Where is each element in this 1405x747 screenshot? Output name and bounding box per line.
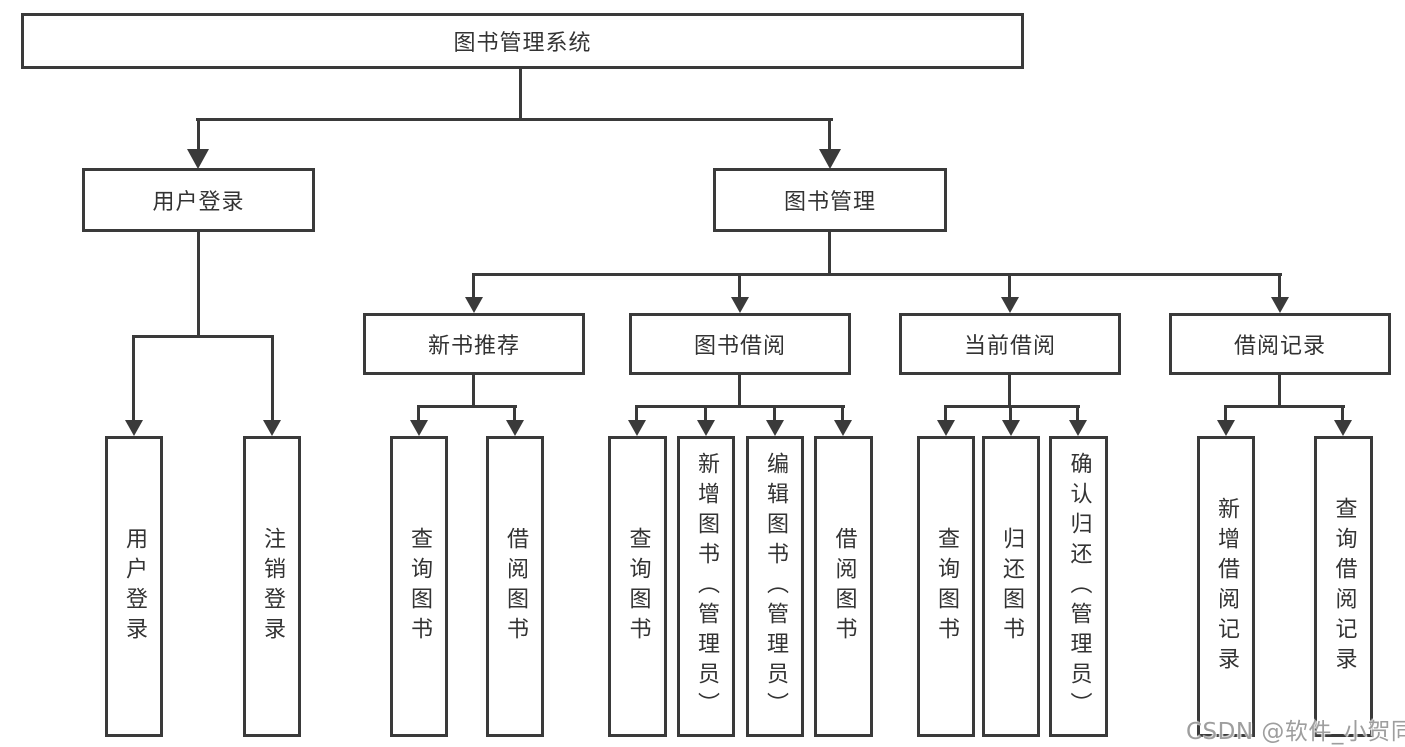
node-user-login: 用户登录 xyxy=(82,168,315,232)
arrow-down-icon xyxy=(937,420,955,436)
node-root: 图书管理系统 xyxy=(21,13,1024,69)
connector-line xyxy=(1341,405,1344,422)
connector-line xyxy=(1076,405,1079,422)
connector-line xyxy=(1224,405,1227,422)
connector-line xyxy=(828,118,831,152)
connector-line xyxy=(704,405,707,422)
node-book-management-label: 图书管理 xyxy=(783,190,876,215)
leaf-edit-book-admin: 编辑图书（管理员） xyxy=(746,436,804,737)
arrow-down-icon xyxy=(1217,420,1235,436)
node-book-management: 图书管理 xyxy=(713,168,947,232)
leaf-query-books-2-label: 查询图书 xyxy=(625,526,651,647)
node-new-book-recommend-label: 新书推荐 xyxy=(427,334,520,359)
leaf-user-login-label: 用户登录 xyxy=(122,526,147,647)
arrow-down-icon xyxy=(263,420,281,436)
arrow-down-icon xyxy=(819,149,841,169)
connector-line xyxy=(132,335,274,338)
arrow-down-icon xyxy=(731,297,749,313)
leaf-confirm-return-admin-label: 确认归还（管理员） xyxy=(1066,451,1092,722)
connector-line xyxy=(472,375,475,408)
connector-line xyxy=(635,405,845,408)
connector-line xyxy=(635,405,638,422)
node-user-login-label: 用户登录 xyxy=(152,190,245,215)
leaf-borrow-books-1: 借阅图书 xyxy=(486,436,544,737)
connector-line xyxy=(196,118,833,121)
connector-line xyxy=(519,69,522,120)
arrow-down-icon xyxy=(506,420,524,436)
leaf-query-books-1: 查询图书 xyxy=(390,436,448,737)
connector-line xyxy=(841,405,844,422)
connector-line xyxy=(1224,405,1345,408)
connector-line xyxy=(1278,375,1281,408)
arrow-down-icon xyxy=(1069,420,1087,436)
leaf-borrow-books-1-label: 借阅图书 xyxy=(503,526,528,647)
leaf-logout: 注销登录 xyxy=(243,436,301,737)
connector-line xyxy=(417,405,517,408)
leaf-confirm-return-admin: 确认归还（管理员） xyxy=(1049,436,1108,737)
leaf-query-borrow-record: 查询借阅记录 xyxy=(1314,436,1373,737)
arrow-down-icon xyxy=(1271,297,1289,313)
node-new-book-recommend: 新书推荐 xyxy=(363,313,585,375)
leaf-edit-book-admin-label: 编辑图书（管理员） xyxy=(763,451,788,722)
leaf-add-book-admin: 新增图书（管理员） xyxy=(677,436,735,737)
leaf-logout-label: 注销登录 xyxy=(260,526,285,647)
arrow-down-icon xyxy=(410,420,428,436)
arrow-down-icon xyxy=(697,420,715,436)
connector-line xyxy=(944,405,1080,408)
leaf-query-books-1-label: 查询图书 xyxy=(407,526,432,647)
leaf-query-books-2: 查询图书 xyxy=(608,436,667,737)
node-root-label: 图书管理系统 xyxy=(453,31,592,56)
node-book-borrow-label: 图书借阅 xyxy=(693,334,786,359)
arrow-down-icon xyxy=(125,420,143,436)
arrow-down-icon xyxy=(1334,420,1352,436)
connector-line xyxy=(1008,273,1011,299)
connector-line xyxy=(472,273,1282,276)
connector-line xyxy=(738,375,741,408)
leaf-query-borrow-record-label: 查询借阅记录 xyxy=(1331,496,1357,677)
connector-line xyxy=(197,232,200,338)
arrow-down-icon xyxy=(628,420,646,436)
arrow-down-icon xyxy=(465,297,483,313)
node-current-borrow: 当前借阅 xyxy=(899,313,1121,375)
leaf-query-books-3-label: 查询图书 xyxy=(934,526,959,647)
arrow-down-icon xyxy=(766,420,784,436)
connector-line xyxy=(1278,273,1281,299)
connector-line xyxy=(773,405,776,422)
connector-line xyxy=(417,405,420,422)
leaf-add-book-admin-label: 新增图书（管理员） xyxy=(694,451,719,722)
node-borrow-records: 借阅记录 xyxy=(1169,313,1391,375)
arrow-down-icon xyxy=(834,420,852,436)
leaf-user-login: 用户登录 xyxy=(105,436,163,737)
connector-line xyxy=(944,405,947,422)
connector-line xyxy=(271,335,274,422)
arrow-down-icon xyxy=(1002,420,1020,436)
csdn-watermark: CSDN @软件_小贺同学 xyxy=(1186,719,1405,745)
arrow-down-icon xyxy=(1001,297,1019,313)
node-book-borrow: 图书借阅 xyxy=(629,313,851,375)
connector-line xyxy=(513,405,516,422)
leaf-return-book: 归还图书 xyxy=(982,436,1040,737)
arrow-down-icon xyxy=(187,149,209,169)
leaf-add-borrow-record-label: 新增借阅记录 xyxy=(1214,496,1239,677)
connector-line xyxy=(132,335,135,422)
node-current-borrow-label: 当前借阅 xyxy=(963,334,1056,359)
connector-line xyxy=(197,118,200,152)
connector-line xyxy=(1009,405,1012,422)
leaf-return-book-label: 归还图书 xyxy=(999,526,1024,647)
connector-line xyxy=(738,273,741,299)
leaf-query-books-3: 查询图书 xyxy=(917,436,975,737)
connector-line xyxy=(1008,375,1011,408)
connector-line xyxy=(472,273,475,299)
leaf-borrow-books-2: 借阅图书 xyxy=(814,436,873,737)
leaf-borrow-books-2-label: 借阅图书 xyxy=(831,526,857,647)
leaf-add-borrow-record: 新增借阅记录 xyxy=(1197,436,1255,737)
node-borrow-records-label: 借阅记录 xyxy=(1233,334,1326,359)
connector-line xyxy=(828,232,831,276)
